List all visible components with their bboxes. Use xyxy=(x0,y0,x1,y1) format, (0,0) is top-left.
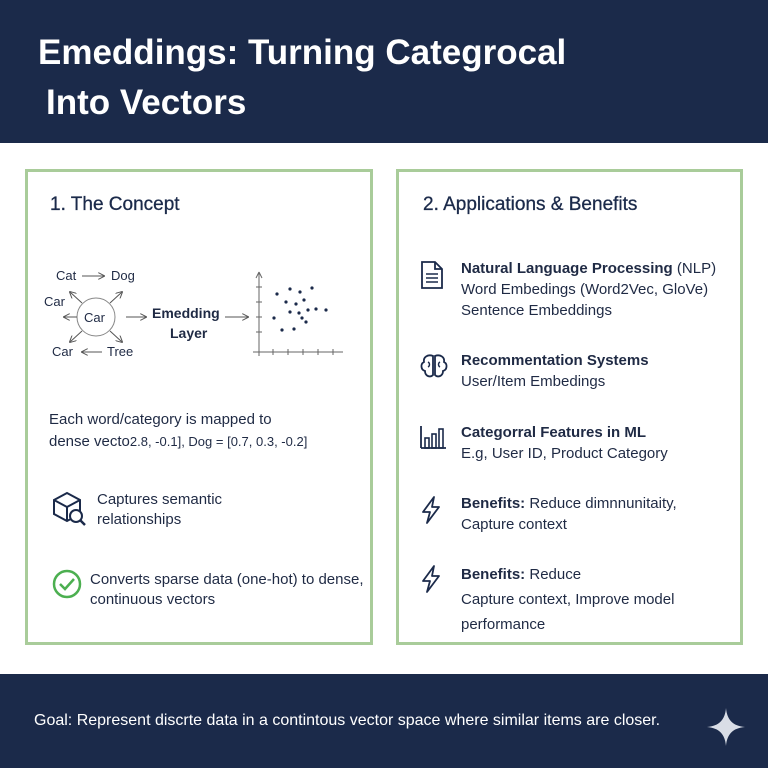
app-3-bold: Categorral Features in ML xyxy=(461,424,647,441)
mapping-line-2b: 2.8, -0.1], Dog = [0.7, 0.3, -0.2] xyxy=(129,434,308,449)
app-2-bold: Recommentation Systems xyxy=(461,352,649,369)
page-title: Emeddings: Turning Categrocal Into Vecto… xyxy=(38,28,738,128)
concept-heading: 1. The Concept xyxy=(50,194,180,215)
point-2-line1: Converts sparse data (one-hot) to dense, xyxy=(90,571,364,588)
mapping-line-2: dense vecto2.8, -0.1], Dog = [0.7, 0.3, … xyxy=(49,432,307,452)
layer-label-line2: Layer xyxy=(170,325,208,341)
app-4-line2: Capture context xyxy=(461,516,567,533)
app-5-line3: performance xyxy=(461,616,546,633)
arrow-ne xyxy=(109,292,122,304)
bar-chart-icon xyxy=(420,426,446,449)
app-item-features-text: Categorral Features in ML E.g, User ID, … xyxy=(461,422,741,464)
app-4-rest: Reduce dimnnunitaity, xyxy=(525,495,677,512)
app-1-bold: Natural Language Processing xyxy=(461,260,673,277)
app-item-recsys-text: Recommentation Systems User/Item Embedin… xyxy=(461,350,741,392)
app-5-bold: Benefits: xyxy=(461,566,526,583)
header-banner: Emeddings: Turning Categrocal Into Vecto… xyxy=(0,0,768,143)
vector-space-plot xyxy=(253,271,343,356)
concept-panel: 1. The Concept Cat Dog Car Car Car Tree … xyxy=(25,169,373,645)
goal-text: Goal: Represent discrte data in a contin… xyxy=(34,712,661,729)
arrow-nw xyxy=(70,292,83,304)
check-circle-icon xyxy=(52,569,82,599)
applications-panel: 2. Applications & Benefits Natural Langu… xyxy=(396,169,743,645)
footer-banner: Goal: Represent discrte data in a contin… xyxy=(0,674,768,768)
point-2-line2: continuous vectors xyxy=(90,591,216,608)
point-1-line1: Captures semantic xyxy=(97,491,223,508)
app-5-line2: Capture context, Improve model xyxy=(461,591,675,608)
title-line-1: Emeddings: Turning Categrocal xyxy=(38,33,567,72)
app-item-nlp-text: Natural Language Processing (NLP) Word E… xyxy=(461,258,741,321)
lightning-icon xyxy=(422,565,440,593)
document-icon xyxy=(421,261,443,289)
applications-heading: 2. Applications & Benefits xyxy=(423,194,638,215)
app-1-rest: (NLP) xyxy=(672,260,717,277)
app-1-line2: Word Embedings (Word2Vec, GloVe) xyxy=(461,281,709,298)
word-car-left: Car xyxy=(44,294,66,309)
app-3-line2: E.g, User ID, Product Category xyxy=(461,445,668,462)
word-car-center: Car xyxy=(84,310,106,325)
arrow-sw xyxy=(70,330,83,342)
brain-icon xyxy=(420,354,448,378)
point-1-text: Captures semantic relationships xyxy=(97,490,222,530)
word-dog: Dog xyxy=(111,268,135,283)
lightning-icon xyxy=(422,496,440,524)
app-2-line2: User/Item Embedings xyxy=(461,373,606,390)
layer-label-line1: Emedding xyxy=(152,305,220,321)
point-1-line2: relationships xyxy=(97,511,182,528)
word-car-bottom: Car xyxy=(52,344,74,359)
mapping-line-1: Each word/category is mapped to xyxy=(49,411,272,428)
app-5-rest: Reduce xyxy=(525,566,582,583)
word-cat: Cat xyxy=(56,268,77,283)
title-line-2: Into Vectors xyxy=(46,83,247,122)
app-item-benefits-2-text: Benefits: Reduce Capture context, Improv… xyxy=(461,562,741,637)
point-2-text: Converts sparse data (one-hot) to dense,… xyxy=(90,570,364,610)
arrow-se xyxy=(109,330,122,342)
word-tree: Tree xyxy=(107,344,133,359)
cube-magnifier-icon xyxy=(53,491,86,526)
sparkle-icon xyxy=(707,708,745,746)
app-1-line3: Sentence Embeddings xyxy=(461,302,612,319)
mapping-line-2a: dense vecto xyxy=(49,433,130,450)
app-4-bold: Benefits: xyxy=(461,495,526,512)
embedding-diagram: Cat Dog Car Car Car Tree Emedding Layer xyxy=(44,268,343,359)
app-item-benefits-1-text: Benefits: Reduce dimnnunitaity, Capture … xyxy=(461,493,741,535)
